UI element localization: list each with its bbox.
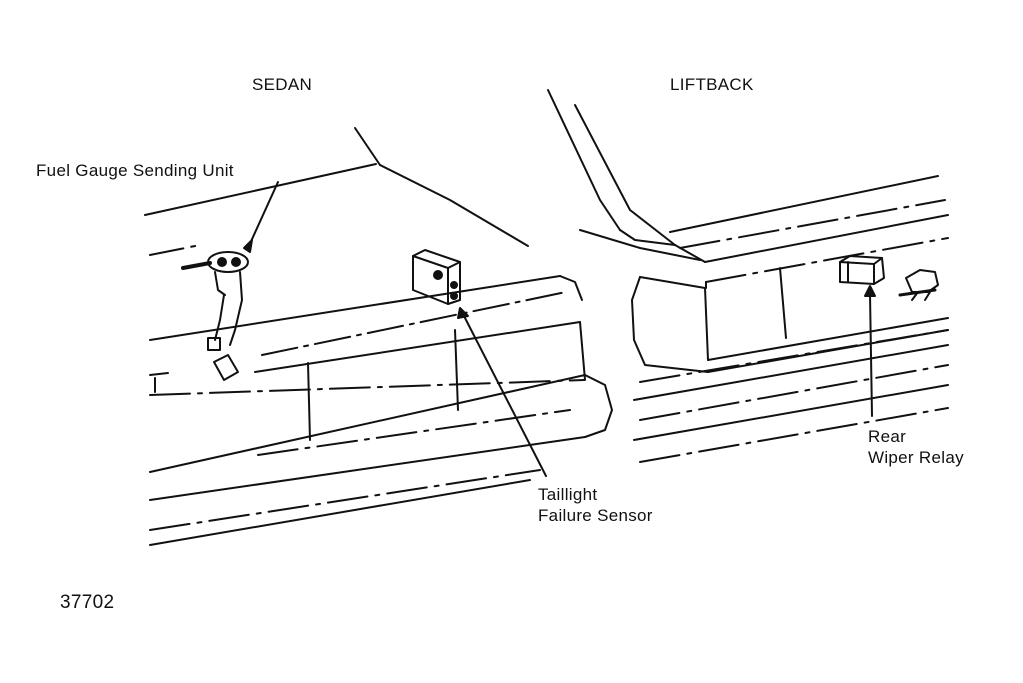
rear-wiper-relay (839, 255, 885, 285)
sedan-label: SEDAN (252, 75, 313, 94)
taillight-sensor-leader (463, 315, 547, 477)
wiper-relay-connector (898, 269, 939, 301)
taillight-sensor-arrowhead (457, 307, 469, 319)
taillight-label-line2: Failure Sensor (538, 506, 653, 525)
wiper-relay-arrowhead (864, 285, 876, 297)
wiper-label-line1: Rear (868, 427, 907, 446)
taillight-failure-sensor-label: Taillight Failure Sensor (538, 484, 653, 526)
wiper-label-line2: Wiper Relay (868, 448, 964, 467)
taillight-label-line1: Taillight (538, 485, 598, 504)
fuel-gauge-sending-unit (181, 251, 249, 381)
wiper-relay-leader (869, 293, 873, 417)
fuel-gauge-sending-unit-label: Fuel Gauge Sending Unit (36, 161, 234, 180)
fuel-gauge-leader (247, 181, 279, 249)
sedan-body (144, 127, 613, 546)
rear-wiper-relay-label: Rear Wiper Relay (868, 426, 964, 468)
liftback-label: LIFTBACK (670, 75, 754, 94)
liftback-body (547, 89, 949, 463)
figure-number: 37702 (60, 592, 115, 613)
taillight-failure-sensor (412, 249, 461, 305)
fuel-gauge-arrowhead (243, 239, 253, 253)
